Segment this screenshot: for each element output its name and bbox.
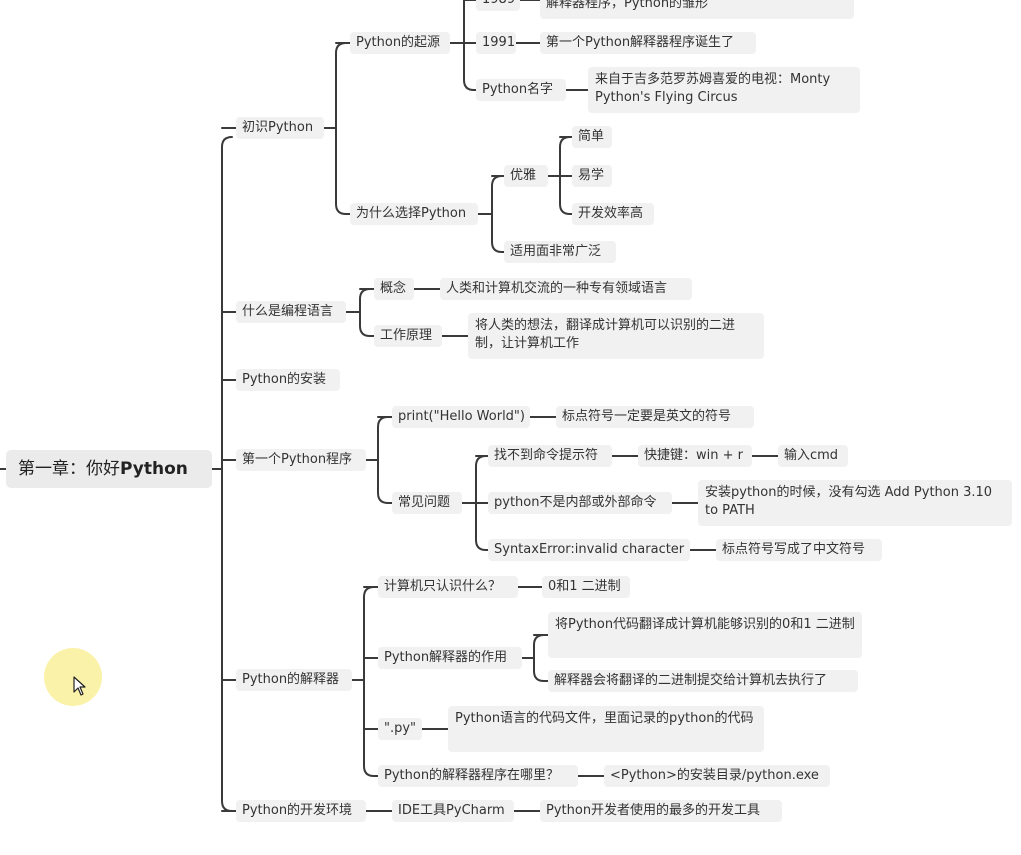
node-python-name-desc[interactable]: 来自于吉多范罗苏姆喜爱的电视：Monty Python's Flying Cir… <box>588 67 860 113</box>
node-year-1989-desc[interactable]: 解释器程序，Python的雏形 <box>540 0 854 19</box>
node-q-shortcut[interactable]: 快捷键：win + r <box>638 445 752 467</box>
node-ide-pycharm-desc[interactable]: Python开发者使用的最多的开发工具 <box>540 800 782 822</box>
node-dev-env[interactable]: Python的开发环境 <box>236 800 366 822</box>
cursor-highlight <box>44 648 102 706</box>
node-why-python[interactable]: 为什么选择Python <box>350 203 478 225</box>
node-concept-desc[interactable]: 人类和计算机交流的一种专有领域语言 <box>440 278 692 300</box>
node-interpreter[interactable]: Python的解释器 <box>236 669 352 691</box>
node-principle-desc[interactable]: 将人类的想法，翻译成计算机可以识别的二进制，让计算机工作 <box>468 313 764 359</box>
node-origin[interactable]: Python的起源 <box>350 32 450 54</box>
node-interpreter-location[interactable]: Python的解释器程序在哪里？ <box>378 765 578 787</box>
node-install[interactable]: Python的安装 <box>236 369 340 391</box>
node-elegant[interactable]: 优雅 <box>504 165 548 187</box>
node-q-no-cmd[interactable]: 找不到命令提示符 <box>488 445 612 467</box>
node-q-syntax-error[interactable]: SyntaxError:invalid character <box>488 539 690 561</box>
node-print-hello-desc[interactable]: 标点符号一定要是英文的符号 <box>556 406 754 428</box>
node-principle[interactable]: 工作原理 <box>374 325 442 347</box>
node-q-not-command-desc[interactable]: 安装python的时候，没有勾选 Add Python 3.10 to PATH <box>698 480 1012 526</box>
node-py-ext-desc[interactable]: Python语言的代码文件，里面记录的python的代码 <box>448 706 764 752</box>
node-interpreter-role-2[interactable]: 解释器会将翻译的二进制提交给计算机去执行了 <box>548 670 858 692</box>
node-computer-knows-desc[interactable]: 0和1 二进制 <box>542 576 630 598</box>
node-concept[interactable]: 概念 <box>374 278 414 300</box>
node-q-input-cmd[interactable]: 输入cmd <box>778 445 848 467</box>
node-faq[interactable]: 常见问题 <box>392 492 462 514</box>
node-first-program[interactable]: 第一个Python程序 <box>236 449 366 471</box>
node-year-1991[interactable]: 1991 <box>476 32 516 54</box>
node-what-is-programming[interactable]: 什么是编程语言 <box>236 301 346 323</box>
node-interpreter-role[interactable]: Python解释器的作用 <box>378 647 522 669</box>
node-wide-usage[interactable]: 适用面非常广泛 <box>504 241 616 263</box>
root-label-bold: Python <box>120 459 188 479</box>
node-print-hello[interactable]: print("Hello World") <box>392 406 530 428</box>
node-easy[interactable]: 易学 <box>572 165 612 187</box>
node-q-syntax-error-desc[interactable]: 标点符号写成了中文符号 <box>716 539 882 561</box>
node-year-1991-desc[interactable]: 第一个Python解释器程序诞生了 <box>540 32 756 54</box>
node-q-not-command[interactable]: python不是内部或外部命令 <box>488 492 672 514</box>
node-year-1989[interactable]: 1989 <box>476 0 520 11</box>
node-interpreter-location-desc[interactable]: <Python>的安装目录/python.exe <box>604 765 830 787</box>
node-efficient[interactable]: 开发效率高 <box>572 203 654 225</box>
node-intro[interactable]: 初识Python <box>236 117 324 139</box>
node-ide-pycharm[interactable]: IDE工具PyCharm <box>392 800 514 822</box>
root-label-prefix: 第一章：你好 <box>18 459 120 479</box>
node-py-ext[interactable]: ".py" <box>378 718 422 740</box>
node-computer-knows[interactable]: 计算机只认识什么？ <box>378 576 518 598</box>
mouse-pointer-icon <box>73 676 86 696</box>
node-simple[interactable]: 简单 <box>572 126 612 148</box>
node-interpreter-role-1[interactable]: 将Python代码翻译成计算机能够识别的0和1 二进制 <box>548 612 862 658</box>
node-python-name[interactable]: Python名字 <box>476 79 566 101</box>
